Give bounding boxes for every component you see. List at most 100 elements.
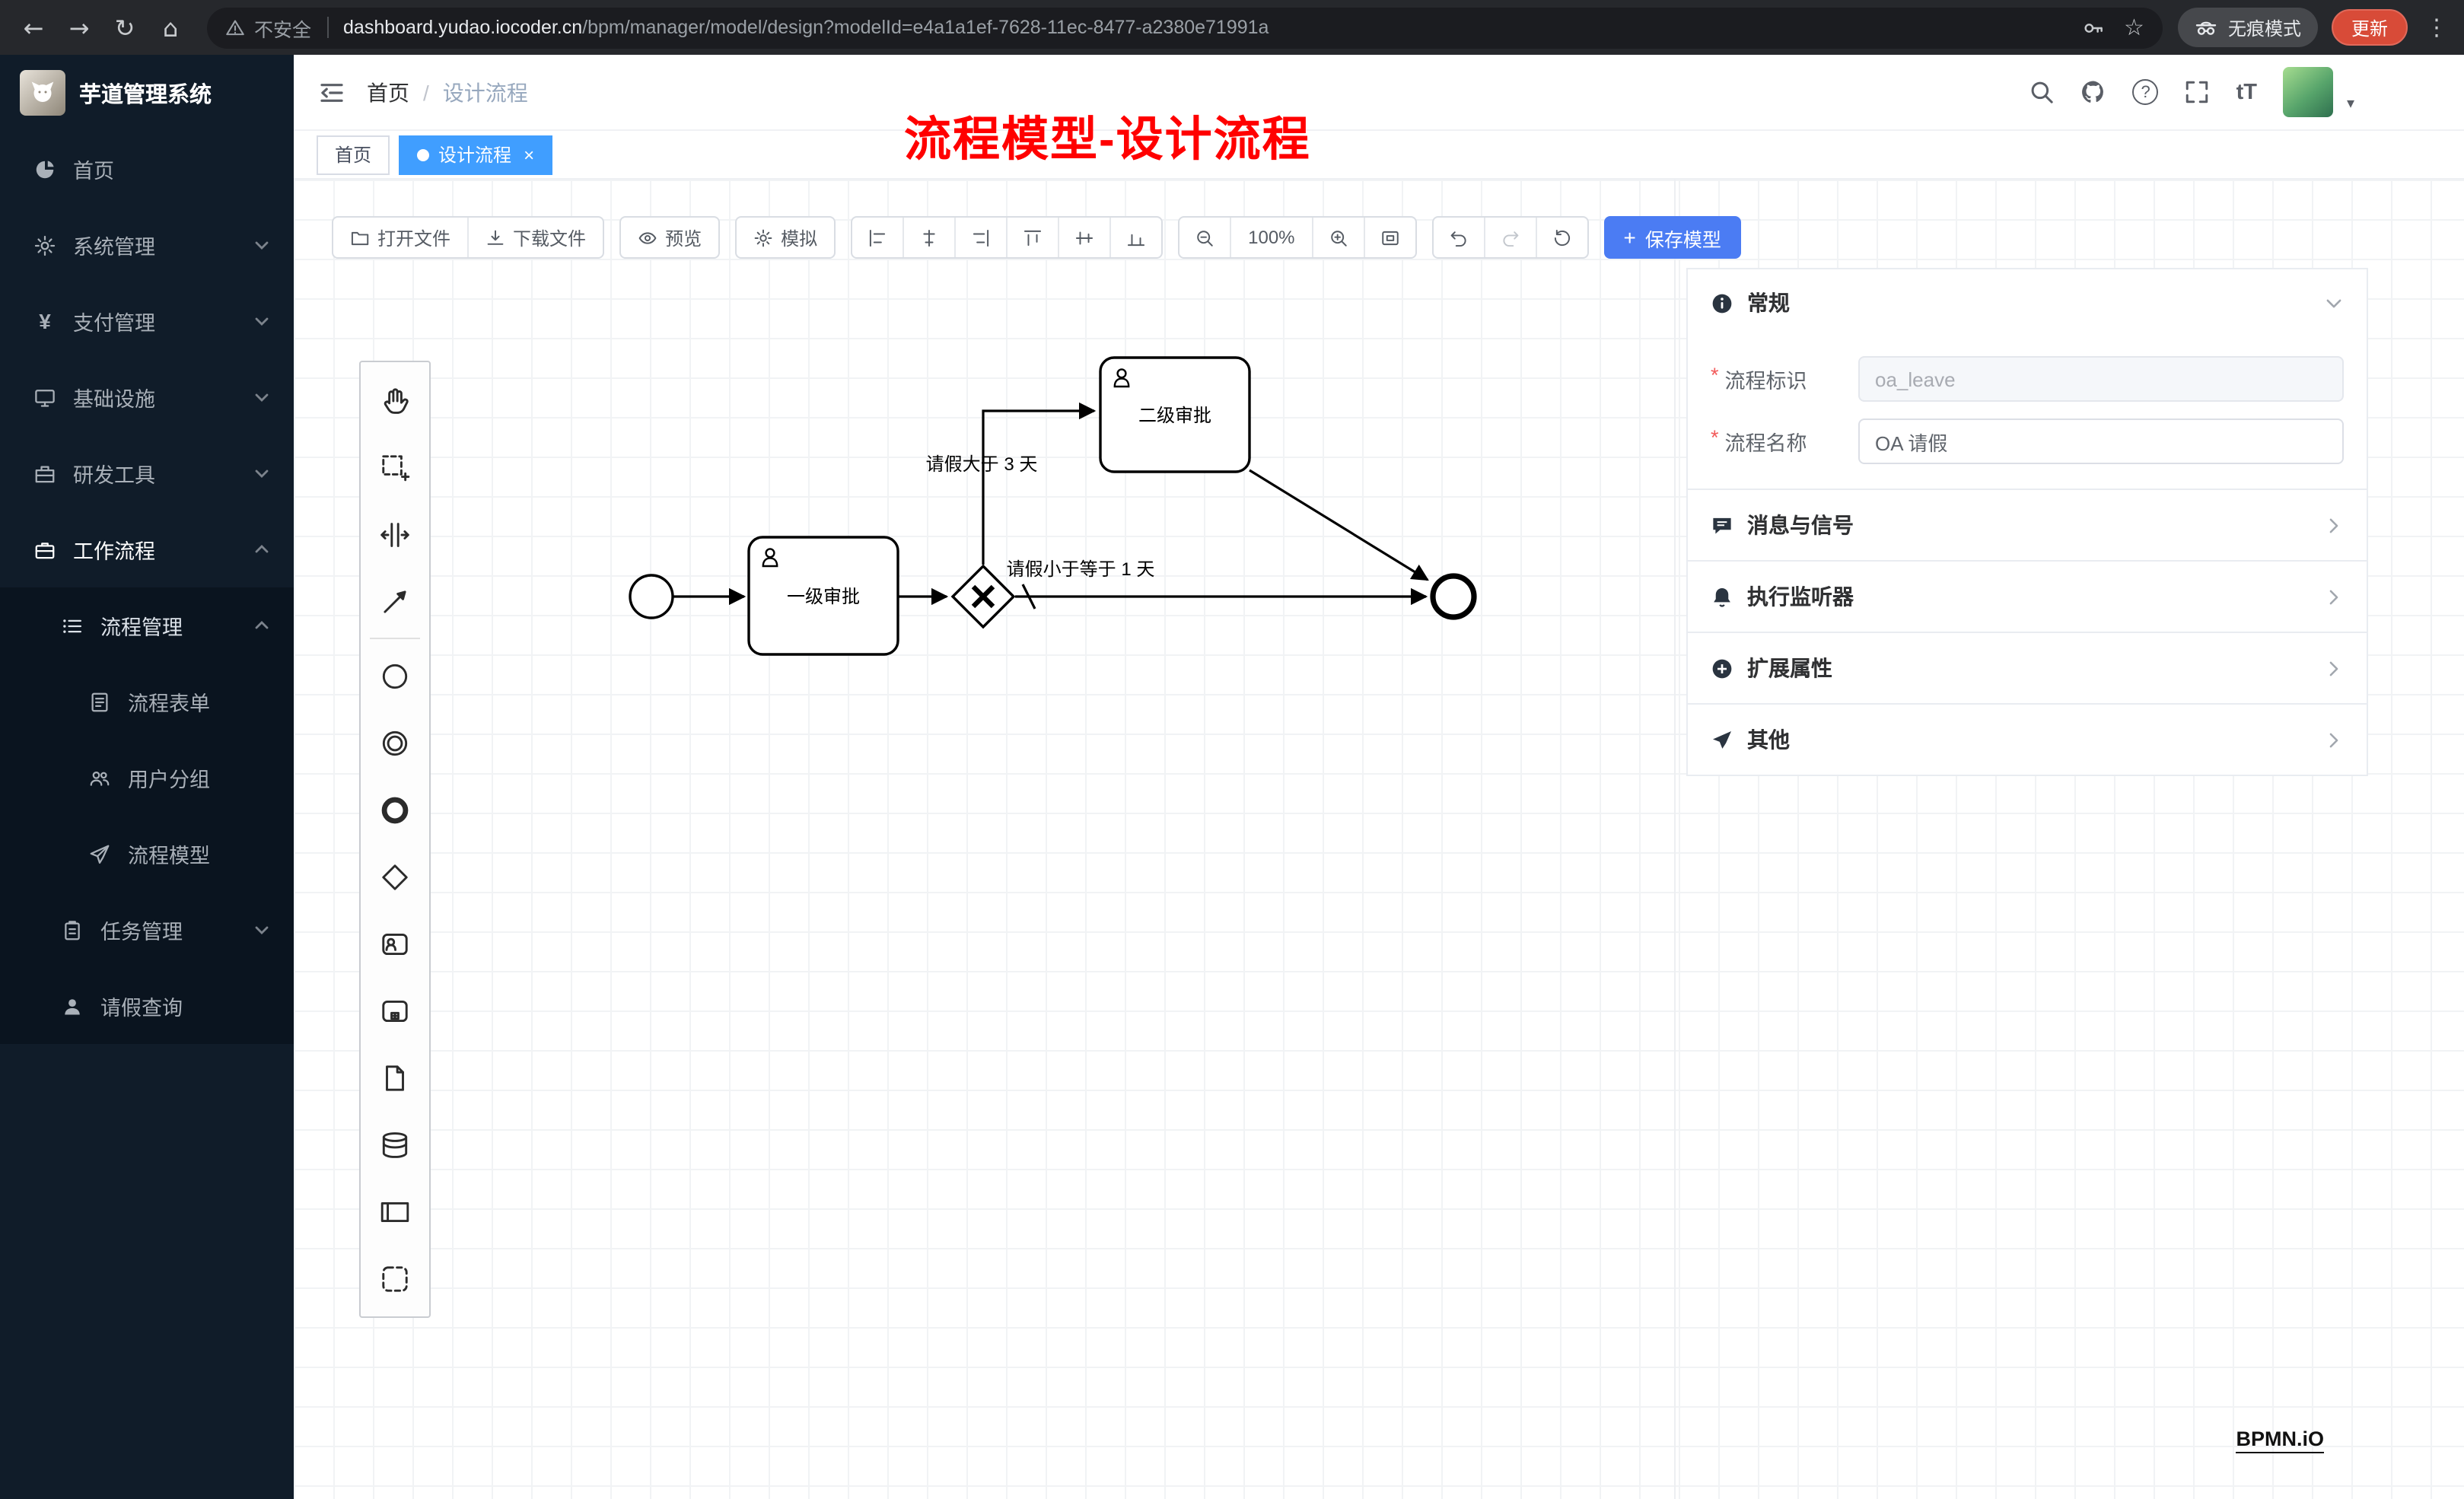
zoom-out-button[interactable] (1179, 218, 1232, 257)
zoom-level[interactable]: 100% (1231, 218, 1313, 257)
create-start-event[interactable] (361, 642, 429, 709)
reload-button[interactable]: ↻ (114, 13, 135, 42)
restart-button[interactable] (1537, 218, 1587, 257)
align-bottom-icon (1128, 233, 1145, 246)
bookmark-star-icon[interactable]: ☆ (2124, 14, 2144, 41)
create-group[interactable] (361, 1245, 429, 1312)
user-task-first-approval[interactable]: 一级审批 (747, 536, 899, 656)
chevron-down-icon (2326, 298, 2341, 307)
sidebar-item-process-model[interactable]: 流程模型 (0, 816, 294, 892)
section-message-signal-header[interactable]: 消息与信号 (1688, 490, 2367, 560)
align-center-button[interactable] (904, 218, 957, 257)
tab-design-process[interactable]: 设计流程 × (399, 135, 553, 174)
sidebar-item-infrastructure[interactable]: 基础设施 (0, 359, 294, 435)
zoom-fit-button[interactable] (1365, 218, 1415, 257)
search-icon[interactable] (2029, 79, 2055, 105)
space-tool[interactable] (361, 501, 429, 568)
align-middle-button[interactable] (1059, 218, 1112, 257)
mascot-icon (31, 81, 54, 102)
user-task-icon (382, 932, 408, 955)
zoom-in-button[interactable] (1313, 218, 1365, 257)
forward-button[interactable]: → (68, 13, 90, 42)
user-avatar[interactable] (2282, 67, 2333, 117)
sidebar-item-task-management[interactable]: 任务管理 (0, 892, 294, 968)
create-user-task[interactable] (361, 910, 429, 977)
sidebar-item-process-form[interactable]: 流程表单 (0, 664, 294, 740)
sidebar-item-leave-query[interactable]: 请假查询 (0, 968, 294, 1044)
create-data-store[interactable] (361, 1111, 429, 1178)
home-button[interactable]: ⌂ (162, 13, 179, 42)
section-execution-listener-header[interactable]: 执行监听器 (1688, 562, 2367, 632)
github-icon[interactable] (2081, 79, 2107, 105)
lasso-tool[interactable] (361, 434, 429, 501)
section-extended-attributes-header[interactable]: 扩展属性 (1688, 633, 2367, 703)
toolbox-icon (35, 465, 55, 482)
align-top-button[interactable] (1008, 218, 1060, 257)
process-key-input[interactable] (1858, 356, 2344, 402)
sidebar-item-process-management[interactable]: 流程管理 (0, 587, 294, 664)
user-task-second-approval[interactable]: 二级审批 (1099, 356, 1251, 473)
create-intermediate-event[interactable] (361, 709, 429, 776)
plus-circle-icon (1712, 658, 1732, 678)
undo-button[interactable] (1434, 218, 1485, 257)
sidebar-item-devtools[interactable]: 研发工具 (0, 435, 294, 511)
flow-second-approval-to-end[interactable] (1249, 469, 1429, 581)
fit-viewport-icon (1381, 230, 1399, 245)
incognito-badge: 无痕模式 (2177, 8, 2318, 47)
menu-kebab-icon[interactable]: ⋮ (2425, 15, 2448, 41)
process-name-input[interactable] (1858, 419, 2344, 464)
sidebar-item-user-group[interactable]: 用户分组 (0, 740, 294, 816)
create-participant[interactable] (361, 1178, 429, 1245)
simulate-button-group: 模拟 (735, 216, 836, 259)
collapse-menu-icon[interactable] (318, 78, 345, 106)
help-icon[interactable]: ? (2132, 79, 2159, 105)
end-event[interactable] (1430, 573, 1477, 620)
exclusive-gateway[interactable] (950, 564, 1016, 629)
breadcrumb-home[interactable]: 首页 (367, 80, 409, 104)
address-bar[interactable]: 不安全 dashboard.yudao.iocoder.cn/bpm/manag… (207, 7, 2163, 48)
simulate-button[interactable]: 模拟 (737, 218, 834, 257)
align-left-button[interactable] (852, 218, 905, 257)
align-bottom-button[interactable] (1111, 218, 1161, 257)
briefcase-icon (35, 542, 55, 559)
align-right-button[interactable] (956, 218, 1008, 257)
security-chip[interactable]: 不安全 (225, 13, 311, 42)
fullscreen-icon[interactable] (2185, 79, 2211, 105)
tab-home[interactable]: 首页 (317, 135, 390, 174)
sidebar-item-system-management[interactable]: 系统管理 (0, 207, 294, 283)
save-model-button[interactable]: + 保存模型 (1603, 216, 1741, 259)
process-name-label: 流程名称 (1724, 432, 1807, 455)
bpmn-diagram[interactable]: 请假大于 3 天 请假小于等于 1 天 一级审批 (294, 180, 2464, 1499)
update-button[interactable]: 更新 (2331, 9, 2408, 46)
download-file-button[interactable]: 下载文件 (469, 218, 603, 257)
section-general-header[interactable]: 常规 (1688, 269, 2367, 336)
global-connect-tool[interactable] (361, 568, 429, 635)
sidebar-item-workflow[interactable]: 工作流程 (0, 511, 294, 587)
refresh-icon (1554, 228, 1570, 246)
hand-tool[interactable] (361, 367, 429, 434)
back-button[interactable]: ← (23, 13, 44, 42)
flow-label-gt-3-days[interactable]: 请假大于 3 天 (926, 454, 1038, 475)
sidebar-item-payment-management[interactable]: ¥ 支付管理 (0, 283, 294, 359)
create-gateway[interactable] (361, 843, 429, 910)
redo-button[interactable] (1485, 218, 1537, 257)
flow-label-le-1-day[interactable]: 请假小于等于 1 天 (1007, 559, 1155, 580)
bpmn-io-logo[interactable]: BPMN.iO (2236, 1427, 2324, 1453)
flow-gateway-to-second-approval[interactable] (982, 402, 1097, 565)
start-event[interactable] (629, 574, 674, 619)
create-subprocess[interactable] (361, 977, 429, 1044)
sidebar-item-home[interactable]: 首页 (0, 131, 294, 207)
open-file-button[interactable]: 打开文件 (333, 218, 470, 257)
section-other-header[interactable]: 其他 (1688, 705, 2367, 775)
font-size-icon[interactable]: tT (2236, 80, 2257, 104)
section-execution-listener: 执行监听器 (1686, 562, 2368, 633)
create-end-event[interactable] (361, 776, 429, 843)
user-icon (1113, 368, 1130, 388)
zoom-button-group: 100% (1178, 216, 1417, 259)
breadcrumb-separator: / (423, 80, 429, 104)
create-data-object[interactable] (361, 1044, 429, 1111)
tab-close-icon[interactable]: × (524, 144, 535, 165)
passkey-icon[interactable] (2081, 16, 2104, 39)
preview-button[interactable]: 预览 (621, 218, 718, 257)
